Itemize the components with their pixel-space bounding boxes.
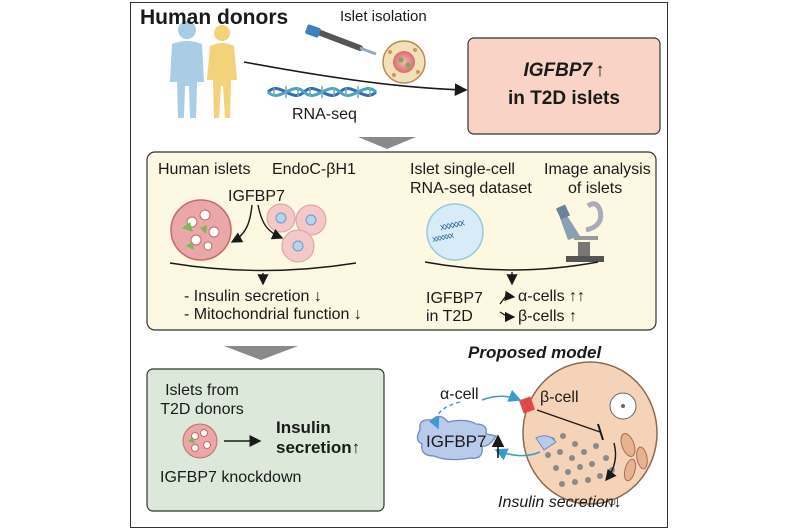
pipette-icon — [305, 24, 377, 56]
beta-cells-result: β-cells ↑ — [518, 308, 577, 325]
islet-isolation-icon — [382, 40, 426, 84]
knockdown-box — [146, 368, 385, 512]
igfbp7-t2d-label-2: in T2D — [426, 308, 473, 325]
model-down-arrow: ↓ — [613, 494, 622, 511]
arrow-secretion — [605, 442, 617, 482]
arrow-to-islets — [230, 204, 253, 243]
merge-bracket-right — [424, 261, 599, 271]
knockdown-title-1: Islets from — [165, 382, 239, 399]
t2d-islet-icon — [182, 423, 218, 459]
beta-cell-blue-shape — [535, 435, 557, 451]
figure-frame — [130, 2, 668, 528]
singlecell-label-2: RNA-seq dataset — [410, 180, 532, 197]
merge-bracket-left — [169, 262, 357, 272]
result-gene: IGFBP7 — [523, 60, 593, 81]
beta-cell-label: β-cell — [540, 389, 579, 406]
microscope-icon — [555, 201, 604, 262]
singlecell-label-1: Islet single-cell — [410, 161, 515, 178]
inhibition-line — [536, 409, 601, 433]
igfbp7-t2d-label-1: IGFBP7 — [426, 290, 483, 307]
endoc-cells-icon — [266, 203, 327, 263]
model-insulin-secretion: Insulin secretion — [498, 494, 614, 511]
mitochondrial-result: - Mitochondrial function ↓ — [184, 306, 362, 323]
middle-box — [146, 151, 657, 331]
knockdown-caption: IGFBP7 knockdown — [160, 469, 302, 486]
model-igfbp7-label: IGFBP7 — [426, 432, 487, 451]
knockdown-up-arrow: ↑ — [351, 438, 361, 457]
endoc-label: EndoC-βH1 — [272, 161, 356, 178]
model-secretion-line: Insulin secretion↓ — [498, 494, 622, 512]
human-islet-tissue-icon — [170, 199, 232, 261]
result-text-line2: in T2D islets — [508, 88, 620, 109]
image-analysis-label-1: Image analysis — [544, 161, 651, 178]
arrow-to-endoc — [257, 204, 284, 240]
igfbp7-label: IGFBP7 — [228, 188, 285, 205]
model-title: Proposed model — [468, 343, 602, 362]
knockdown-insulin-label: Insulin — [276, 418, 331, 437]
chevron-down-icon-2 — [224, 346, 298, 360]
rna-seq-label: RNA-seq — [292, 106, 357, 123]
insulin-secretion-result: - Insulin secretion ↓ — [184, 288, 322, 305]
dna-helix-icon — [266, 86, 378, 98]
human-female-icon — [207, 25, 237, 118]
alpha-cells-result: α-cells ↑↑ — [518, 288, 586, 305]
receptor-icon — [518, 396, 536, 414]
result-box — [467, 37, 661, 135]
arrow-alpha-secretes — [428, 401, 461, 430]
islet-isolation-label: Islet isolation — [340, 8, 427, 25]
arrow-alpha — [499, 290, 516, 305]
result-up-arrow: ↑ — [595, 60, 605, 81]
chevron-down-icon — [358, 137, 416, 149]
singlecell-dataset-icon — [426, 203, 484, 261]
flow-arrow-top — [243, 61, 468, 97]
knockdown-title-2: T2D donors — [160, 401, 244, 418]
arrow-beta — [499, 311, 516, 323]
alpha-cell-label: α-cell — [440, 386, 479, 403]
page-title: Human donors — [140, 6, 289, 29]
human-islets-label: Human islets — [158, 161, 251, 178]
result-text-line1: IGFBP7↑ — [468, 60, 660, 82]
mitochondria-icon — [620, 433, 648, 482]
knockdown-secretion-line: secretion↑ — [276, 438, 360, 458]
image-analysis-label-2: of islets — [568, 180, 623, 197]
arrow-to-receptor — [481, 389, 522, 402]
human-male-icon — [170, 21, 204, 118]
arrow-beta-to-igfbp7 — [494, 448, 541, 461]
knockdown-secretion-label: secretion — [276, 438, 352, 457]
beta-cell-body — [522, 361, 658, 505]
